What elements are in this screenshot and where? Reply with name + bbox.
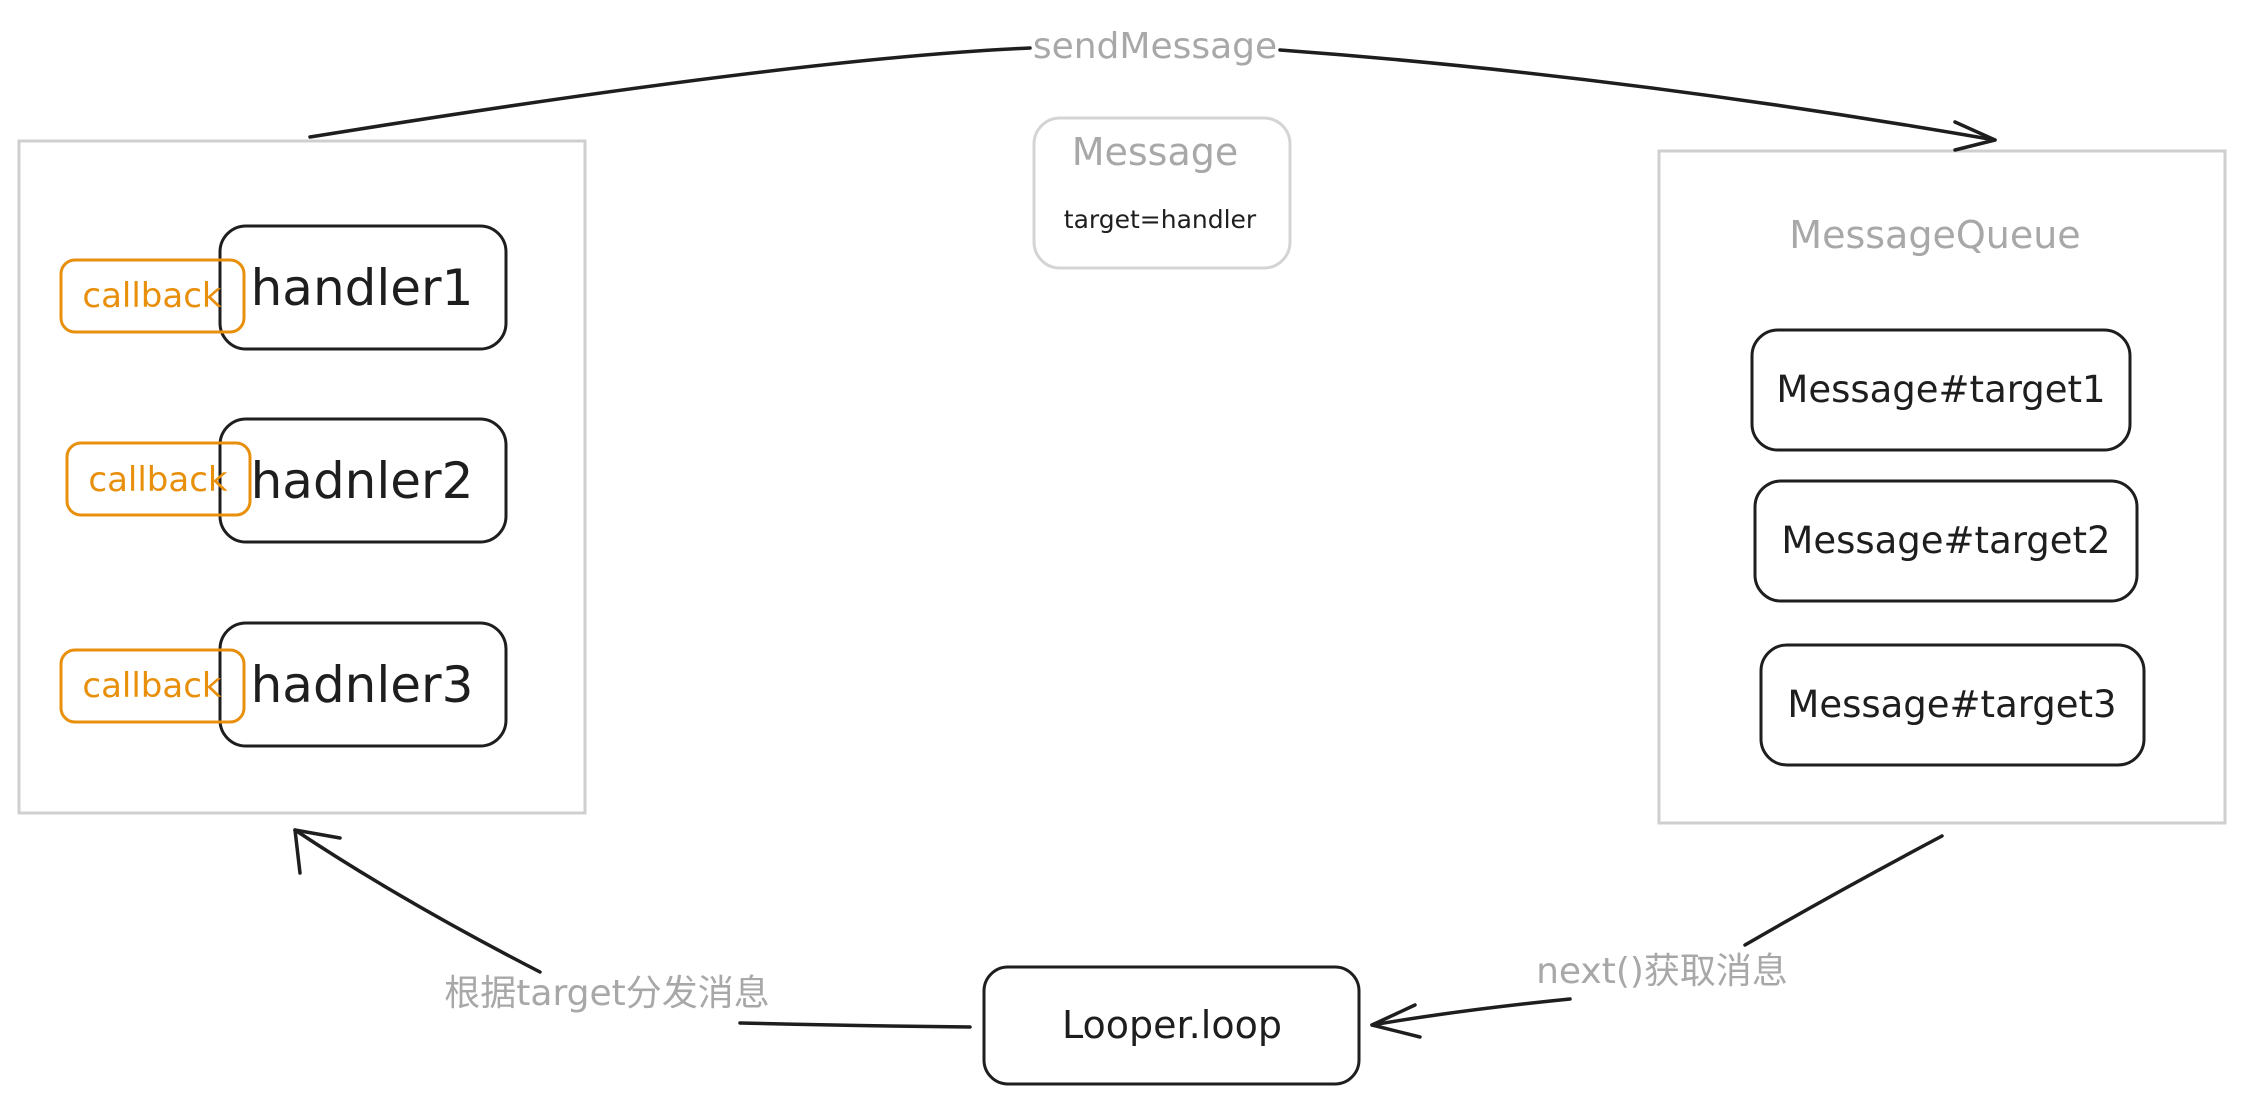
queue-item	[1753, 479, 2139, 603]
handlers-panel	[17, 139, 587, 815]
next-arrowhead	[1370, 1003, 1422, 1039]
queue-item-label: Message#target1	[1776, 368, 2105, 411]
queue-item-label: Message#target2	[1781, 519, 2110, 562]
handler-label: hadnler2	[251, 452, 474, 510]
send-message-arrowhead	[1953, 120, 1997, 152]
callback-label: callback	[82, 666, 222, 706]
looper-box	[982, 965, 1361, 1086]
next-label: next()获取消息	[1536, 951, 1788, 992]
dispatch-label: 根据target分发消息	[444, 973, 769, 1014]
handler-label: handler1	[251, 259, 474, 317]
callback-label: callback	[88, 460, 228, 500]
handler-box	[218, 224, 508, 351]
message-subtitle: target=handler	[1064, 205, 1257, 234]
queue-item	[1750, 328, 2132, 452]
message-title: Message	[1072, 130, 1239, 174]
message-queue-panel	[1657, 149, 2227, 825]
looper-label: Looper.loop	[1062, 1003, 1282, 1047]
callback-box	[59, 258, 246, 334]
send-message-arrow	[308, 46, 1997, 142]
callback-label: callback	[82, 276, 222, 316]
handler-box	[218, 621, 508, 748]
next-arrow	[1370, 834, 1944, 1027]
callback-box	[59, 648, 246, 724]
handler-box	[218, 417, 508, 544]
send-message-label: sendMessage	[1033, 26, 1277, 67]
message-queue-title: MessageQueue	[1789, 213, 2080, 257]
callback-box	[65, 441, 252, 517]
message-box	[1032, 116, 1292, 270]
handler-label: hadnler3	[251, 656, 474, 714]
dispatch-arrow	[293, 828, 972, 1029]
dispatch-arrowhead	[293, 828, 342, 875]
queue-item-label: Message#target3	[1787, 683, 2116, 726]
queue-item	[1759, 643, 2146, 767]
